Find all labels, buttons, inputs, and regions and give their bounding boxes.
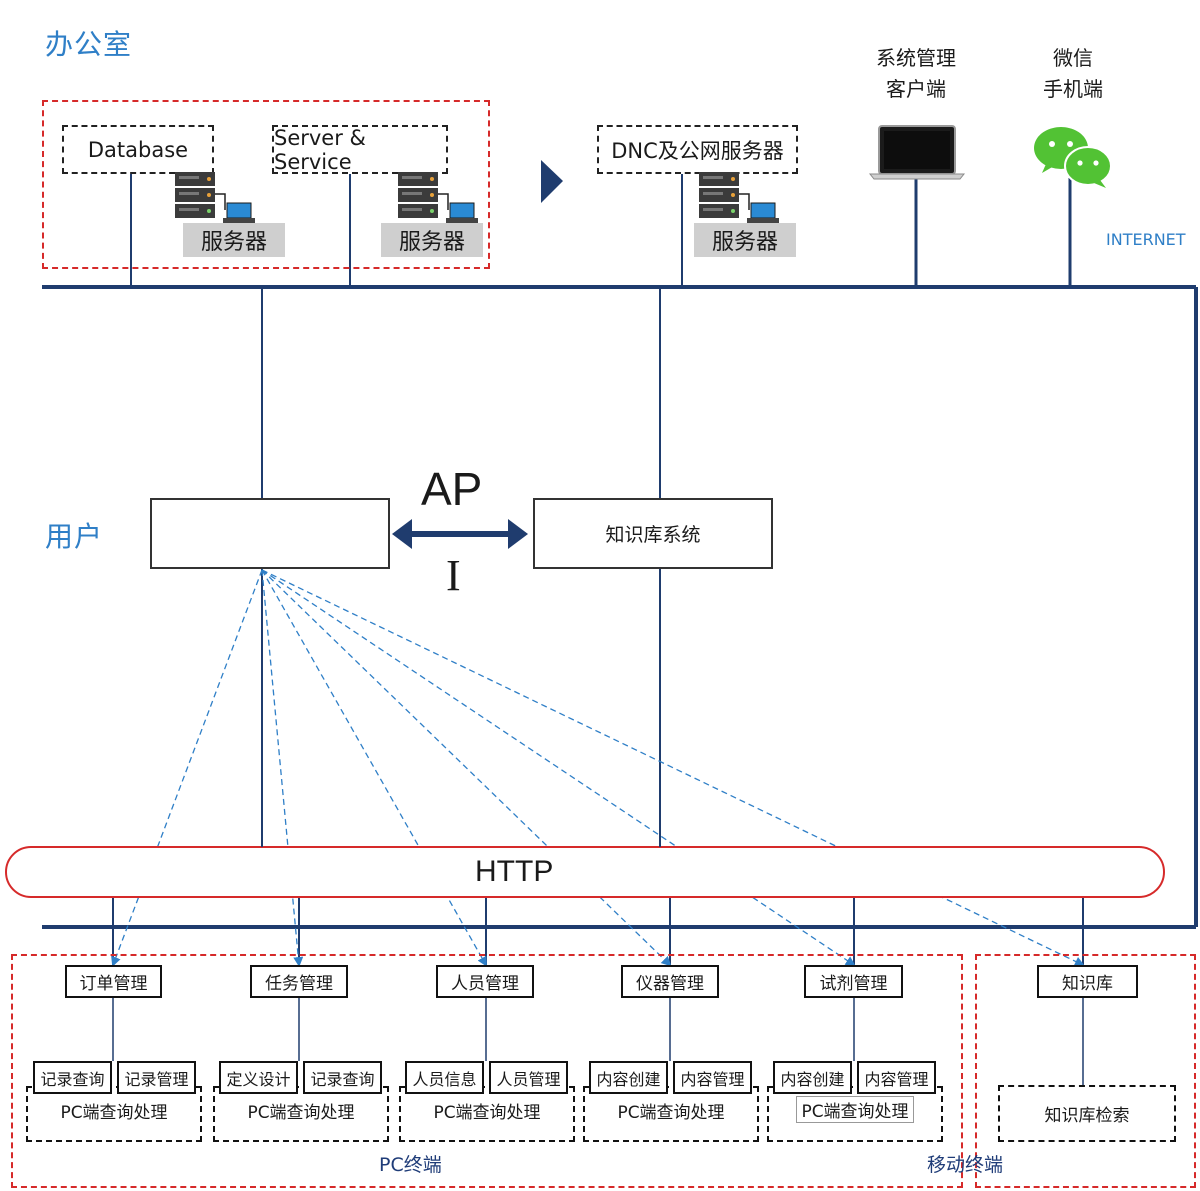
server-rack-icon <box>398 172 478 223</box>
server-rack-icon <box>175 172 255 223</box>
dnc-label: DNC及公网服务器 <box>611 138 784 163</box>
module-reagent-management: 试剂管理 <box>804 965 903 998</box>
http-capsule: HTTP <box>5 846 1165 898</box>
mobile-terminal-group <box>975 954 1196 1188</box>
sub-module: 记录管理 <box>117 1061 196 1094</box>
fan-5 <box>261 569 856 967</box>
sub-module: 内容管理 <box>673 1061 752 1094</box>
module-knowledge-base: 知识库 <box>1037 965 1138 998</box>
fan-2 <box>261 569 304 967</box>
user-box <box>150 498 390 569</box>
sub-module: 人员信息 <box>405 1061 484 1094</box>
server-caption-2: 服务器 <box>381 223 483 257</box>
i-label: I <box>446 551 461 600</box>
server-rack-icon <box>699 172 779 223</box>
sub-module: 内容管理 <box>857 1061 936 1094</box>
office-zone-label: 办公室 <box>45 28 133 61</box>
ap-label: AP <box>421 463 483 515</box>
laptop-icon <box>868 125 966 180</box>
pc-terminal-group <box>11 954 963 1188</box>
server-caption-1: 服务器 <box>183 223 285 257</box>
server-service-label: Server & Service <box>274 125 366 174</box>
module-instrument-management: 仪器管理 <box>621 965 719 998</box>
user-zone-label: 用户 <box>45 520 104 553</box>
knowledge-search-handler: 知识库检索 <box>998 1085 1176 1142</box>
pc-query-handler-5-label: PC端查询处理 <box>796 1096 914 1123</box>
admin-client-line1: 系统管理 <box>876 46 956 70</box>
http-label: HTTP <box>475 855 554 888</box>
module-staff-management: 人员管理 <box>436 965 534 998</box>
wechat-client-line1: 微信 <box>1053 46 1093 70</box>
module-task-management: 任务管理 <box>250 965 348 998</box>
module-order-management: 订单管理 <box>65 965 162 998</box>
sub-module: 定义设计 <box>219 1061 298 1094</box>
wechat-icon <box>1034 127 1112 188</box>
ap-i-double-arrow <box>392 519 528 549</box>
knowledge-system-box: 知识库系统 <box>533 498 773 569</box>
internet-label: INTERNET <box>1106 230 1186 249</box>
database-label: Database <box>87 137 189 162</box>
sub-module: 内容创建 <box>589 1061 668 1094</box>
mobile-terminal-label: 移动终端 <box>927 1154 1004 1176</box>
pc-query-handler-4: PC端查询处理 <box>583 1086 759 1142</box>
sub-module: 记录查询 <box>33 1061 112 1094</box>
pc-terminal-label: PC终端 <box>379 1154 442 1176</box>
dashed-fanout <box>111 569 1085 967</box>
dnc-box: DNC及公网服务器 <box>597 125 798 174</box>
wechat-client-label: 微信 手机端 <box>1012 43 1134 105</box>
fan-1 <box>111 569 263 967</box>
knowledge-system-label: 知识库系统 <box>605 524 701 546</box>
database-box: Database <box>62 125 214 174</box>
pc-query-handler-1: PC端查询处理 <box>26 1086 202 1142</box>
pc-query-handler-2: PC端查询处理 <box>213 1086 389 1142</box>
office-servers-group <box>42 100 490 269</box>
sub-module: 记录查询 <box>303 1061 382 1094</box>
sub-module: 内容创建 <box>773 1061 852 1094</box>
admin-client-label: 系统管理 客户端 <box>855 43 977 105</box>
server-service-box: Server & Service <box>272 125 448 174</box>
fan-4 <box>261 569 672 967</box>
server-caption-3: 服务器 <box>694 223 796 257</box>
play-triangle-icon <box>541 160 563 203</box>
wechat-client-line2: 手机端 <box>1043 77 1103 101</box>
capsule-line-overlay <box>261 845 661 847</box>
fan-6 <box>261 569 1085 967</box>
pc-query-handler-3: PC端查询处理 <box>399 1086 575 1142</box>
fan-3 <box>261 569 487 967</box>
pc-query-handler-5: PC端查询处理 <box>767 1086 943 1142</box>
admin-client-line2: 客户端 <box>886 77 946 101</box>
sub-module: 人员管理 <box>489 1061 568 1094</box>
